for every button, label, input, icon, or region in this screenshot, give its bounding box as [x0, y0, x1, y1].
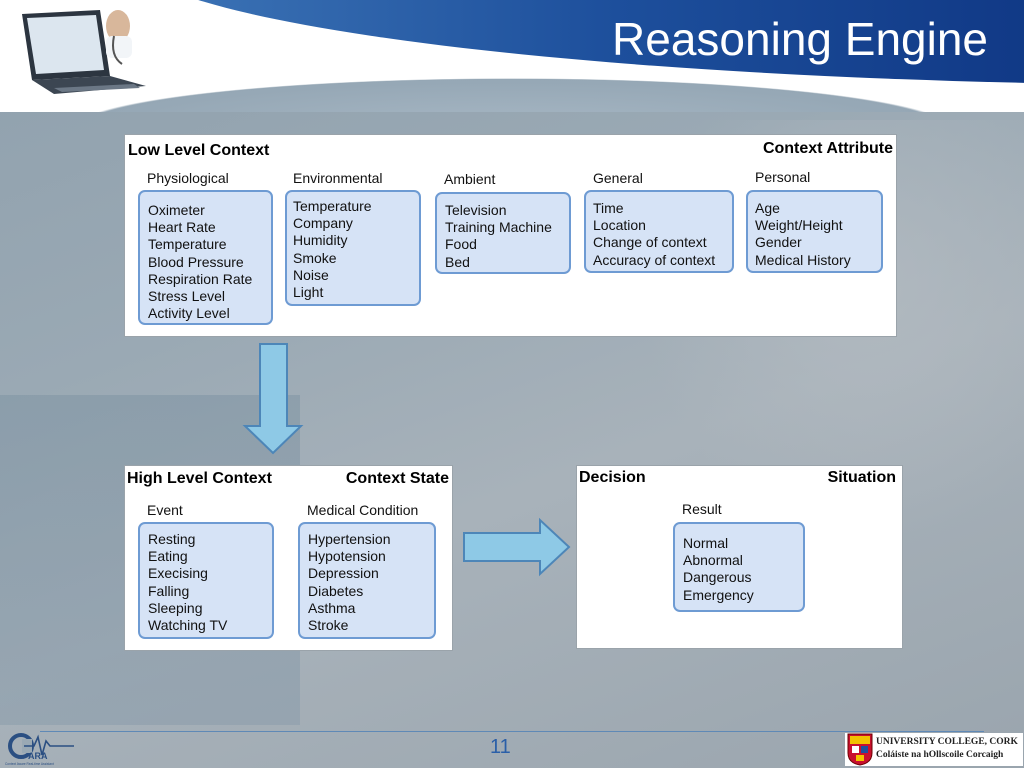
category-physiological: Physiological	[147, 170, 229, 186]
university-name: UNIVERSITY COLLEGE, CORK	[876, 737, 1018, 747]
list-item: Activity Level	[148, 305, 230, 322]
list-item: Oximeter	[148, 202, 205, 218]
event-list: Resting Eating Execising Falling Sleepin…	[138, 522, 274, 639]
list-item: Depression	[308, 565, 379, 582]
laptop-doctor-icon	[22, 10, 146, 94]
list-item: Training Machine	[445, 219, 552, 236]
university-name-irish: Coláiste na hOllscoile Corcaigh	[876, 750, 1004, 760]
list-item: Execising	[148, 565, 208, 582]
context-attribute-label: Context Attribute	[762, 140, 893, 157]
list-item: Gender	[755, 234, 802, 251]
list-item: Noise	[293, 266, 329, 283]
list-item: Normal	[683, 535, 729, 551]
list-item: Smoke	[293, 249, 337, 266]
page-number: 11	[490, 736, 511, 758]
list-item: Falling	[148, 582, 190, 599]
list-item: Age	[755, 200, 780, 216]
category-personal: Personal	[755, 169, 811, 185]
category-event: Event	[147, 502, 183, 518]
high-level-context-panel: High Level Context Context State Event R…	[124, 465, 453, 651]
svg-text:Context Aware Real-time Assist: Context Aware Real-time Assistant	[5, 762, 54, 766]
list-item: Diabetes	[308, 582, 364, 599]
list-item: Stress Level	[148, 288, 226, 305]
high-level-context-title: High Level Context	[127, 470, 272, 487]
list-item: Company	[293, 215, 353, 232]
list-item: Change of context	[593, 234, 707, 251]
category-result: Result	[682, 501, 722, 517]
list-item: Medical History	[755, 251, 851, 268]
list-item: Time	[593, 200, 624, 216]
cara-logo: ARA Context Aware Real-time Assistant	[5, 733, 74, 766]
footer-divider	[40, 731, 984, 732]
list-item: Weight/Height	[755, 217, 843, 234]
list-item: Blood Pressure	[148, 253, 244, 270]
list-item: Heart Rate	[148, 219, 216, 236]
list-item: Abnormal	[683, 552, 743, 569]
list-item: Asthma	[308, 599, 356, 616]
list-item: Accuracy of context	[593, 251, 716, 268]
list-item: Emergency	[683, 586, 754, 603]
category-environmental: Environmental	[293, 170, 383, 186]
list-item: Dangerous	[683, 569, 752, 586]
decision-panel: Decision Situation Result Normal Abnorma…	[576, 465, 903, 649]
slide-header: Reasoning Engine	[0, 0, 1024, 112]
category-medical-condition: Medical Condition	[307, 502, 419, 518]
list-item: Hypotension	[308, 548, 386, 565]
list-item: Sleeping	[148, 599, 203, 616]
result-list: Normal Abnormal Dangerous Emergency	[673, 522, 805, 612]
ucc-crest-icon	[847, 733, 873, 766]
right-arrow-icon	[463, 517, 571, 577]
medical-condition-list: Hypertension Hypotension Depression Diab…	[298, 522, 436, 639]
list-item: Temperature	[293, 198, 372, 214]
list-item: Light	[293, 284, 324, 301]
svg-text:ARA: ARA	[28, 751, 48, 761]
situation-label: Situation	[827, 469, 896, 486]
context-state-label: Context State	[345, 470, 449, 487]
list-item: Resting	[148, 531, 196, 547]
list-item: Location	[593, 217, 646, 234]
list-item: Watching TV	[148, 617, 228, 634]
low-level-context-panel: Low Level Context Context Attribute Phys…	[124, 134, 897, 337]
list-item: Humidity	[293, 232, 348, 249]
list-item: Television	[445, 202, 507, 218]
physiological-list: Oximeter Heart Rate Temperature Blood Pr…	[138, 190, 273, 325]
list-item: Eating	[148, 548, 188, 565]
list-item: Temperature	[148, 236, 227, 253]
slide-title: Reasoning Engine	[612, 13, 988, 65]
list-item: Bed	[445, 253, 470, 270]
ambient-list: Television Training Machine Food Bed	[435, 192, 571, 274]
down-arrow-icon	[242, 343, 304, 455]
list-item: Food	[445, 236, 477, 253]
low-level-context-title: Low Level Context	[128, 142, 270, 159]
list-item: Respiration Rate	[148, 270, 253, 287]
category-ambient: Ambient	[444, 171, 496, 187]
general-list: Time Location Change of context Accuracy…	[584, 190, 734, 273]
environmental-list: Temperature Company Humidity Smoke Noise…	[285, 190, 421, 306]
ucc-logo: UNIVERSITY COLLEGE, CORK Coláiste na hOl…	[845, 733, 1023, 766]
personal-list: Age Weight/Height Gender Medical History	[746, 190, 883, 273]
category-general: General	[593, 170, 643, 186]
decision-title: Decision	[579, 469, 646, 486]
list-item: Hypertension	[308, 531, 391, 547]
list-item: Stroke	[308, 617, 349, 634]
